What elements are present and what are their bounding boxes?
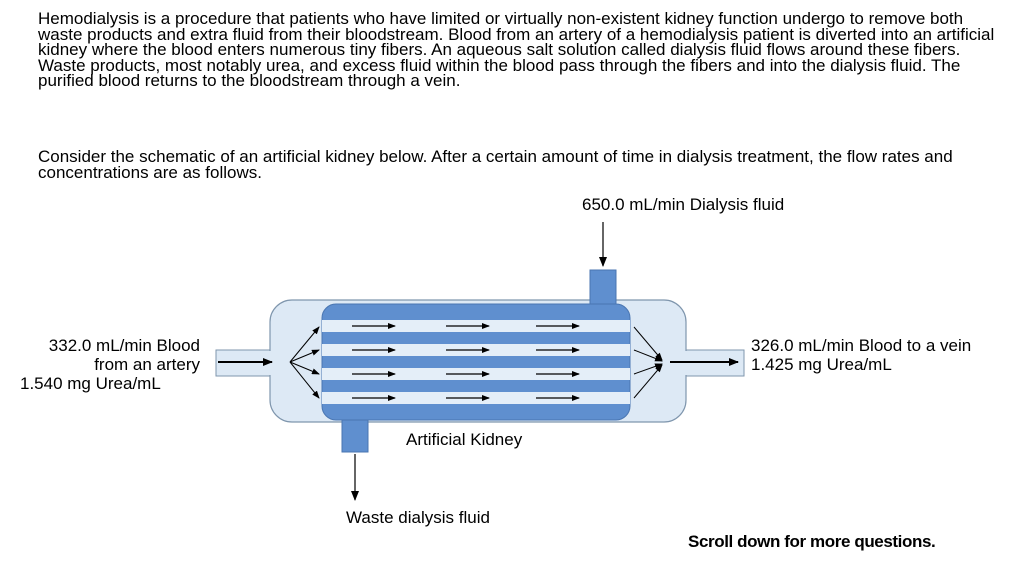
dialysis-inlet-port <box>589 269 617 305</box>
intro-paragraph-1: Hemodialysis is a procedure that patient… <box>38 9 995 91</box>
dialysis-inlet-label: 650.0 mL/min Dialysis fluid <box>582 195 785 214</box>
fan-out-arrow <box>633 349 663 362</box>
fan-in-arrow <box>289 361 320 375</box>
fan-out-arrow <box>633 326 663 361</box>
blood-inlet-urea-label: 1.540 mg Urea/mL <box>20 374 161 393</box>
blood-outlet-flow-label: 326.0 mL/min Blood to a vein <box>751 336 972 355</box>
blood-inlet-flow-label: 332.0 mL/min Blood <box>48 336 200 355</box>
fan-out-arrow <box>633 364 663 399</box>
dialysis-chamber <box>321 303 631 421</box>
waste-outlet-port <box>341 415 369 453</box>
fan-in-arrow <box>289 326 320 363</box>
artificial-kidney-label: Artificial Kidney <box>406 430 523 449</box>
fan-in-arrow <box>289 361 320 399</box>
blood-outlet-urea-label: 1.425 mg Urea/mL <box>751 355 892 374</box>
blood-inlet-source-label: from an artery <box>94 355 200 374</box>
intro-paragraph-2: Consider the schematic of an artificial … <box>38 147 953 182</box>
fan-in-arrow <box>289 349 320 363</box>
waste-dialysis-fluid-label: Waste dialysis fluid <box>346 508 490 527</box>
scroll-down-note: Scroll down for more questions. <box>688 532 936 551</box>
